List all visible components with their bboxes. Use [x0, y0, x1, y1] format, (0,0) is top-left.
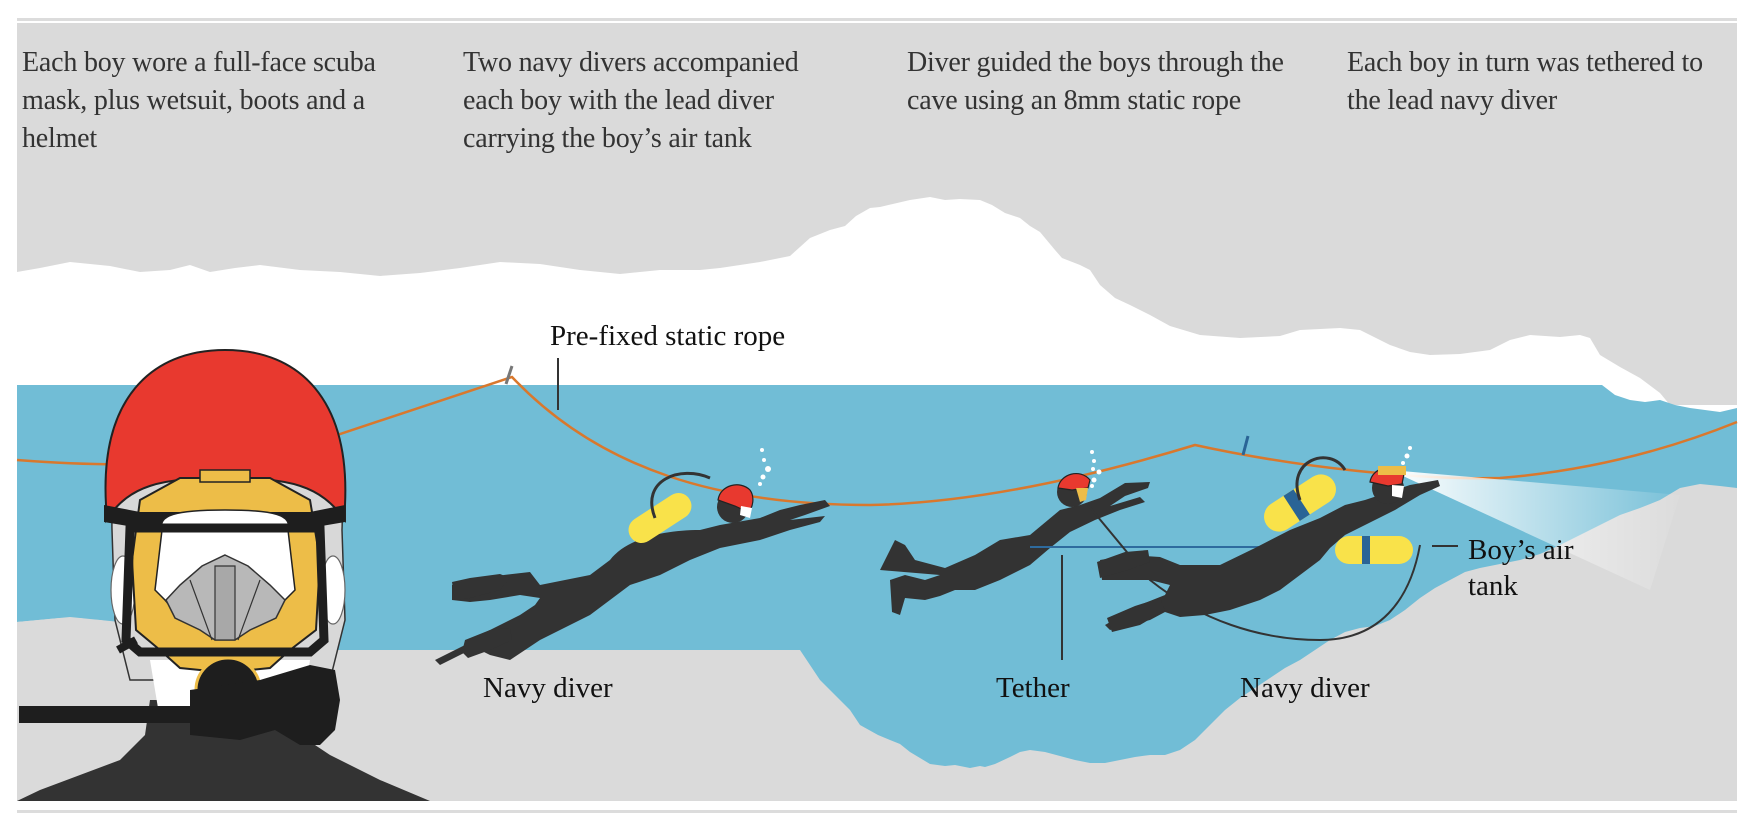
bottom-rule: [17, 810, 1737, 813]
cave-air-pocket: [17, 197, 1737, 430]
label-navy-diver-rear: Navy diver: [483, 672, 613, 704]
cave-floor-final-visible: [400, 484, 1737, 801]
rear-navy-diver: [435, 448, 830, 665]
caption-two-divers: Two navy divers accompanied each boy wit…: [463, 47, 799, 154]
top-rule: [17, 18, 1737, 21]
caption-mask: Each boy wore a full-face scuba mask, pl…: [22, 47, 376, 154]
caption-tethered: Each boy in turn was tethered to the lea…: [1347, 47, 1703, 116]
caption-static-rope: Diver guided the boys through the cave u…: [907, 47, 1284, 116]
boy-diver: [880, 450, 1150, 615]
label-static-rope: Pre-fixed static rope: [550, 320, 786, 352]
rope-anchor-left: [504, 365, 514, 385]
lead-navy-diver: [1097, 446, 1680, 632]
rope-anchor-right: [1241, 435, 1250, 456]
label-tether: Tether: [996, 672, 1070, 704]
label-navy-diver-lead: Navy diver: [1240, 672, 1370, 704]
label-boys-air-tank: Boy’s air tank: [1468, 534, 1574, 602]
boy-mask-closeup: [17, 348, 430, 801]
